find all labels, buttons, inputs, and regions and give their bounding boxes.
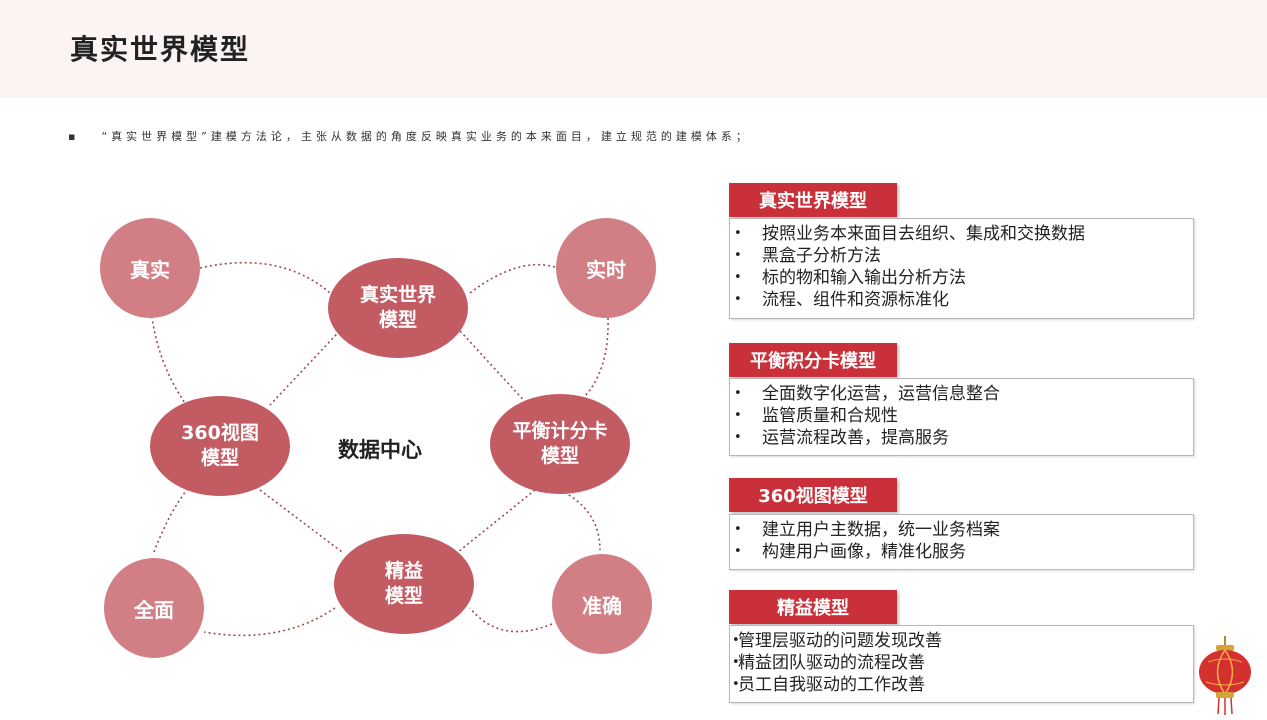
panel-box: • 全面数字化运营，运营信息整合 • 监管质量和合规性 • 运营流程改善，提高服务 (729, 378, 1194, 456)
list-item: • 建立用户主数据，统一业务档案 (730, 519, 1193, 541)
data-center-diagram: 真实 实时 全面 准确 真实世界模型 360视图模型 平衡计分卡模型 精益模型 … (80, 190, 700, 710)
list-item-text: 全面数字化运营，运营信息整合 (762, 384, 1000, 404)
node-balanced-scorecard-model-line1: 平衡计分卡 (512, 420, 608, 442)
node-balanced-scorecard-model: 平衡计分卡模型 (490, 394, 630, 494)
panel-tag: 平衡积分卡模型 (729, 343, 897, 377)
bullet-mark: • (734, 408, 742, 423)
list-item-text: 标的物和输入输出分析方法 (762, 268, 966, 288)
panel-tag: 精益模型 (729, 590, 897, 624)
panel-box: • 按照业务本来面目去组织、集成和交换数据 • 黑盒子分析方法 • 标的物和输入输出分… (729, 218, 1194, 319)
connector-tl-top (199, 261, 331, 294)
list-item: •管理层驱动的问题发现改善 (730, 630, 1193, 652)
list-item-text: 监管质量和合规性 (762, 406, 898, 426)
node-lean-model-line2: 模型 (384, 585, 423, 607)
node-real-world-model-line1: 真实世界 (359, 284, 436, 306)
list-item: •精益团队驱动的流程改善 (730, 652, 1193, 674)
node-360-view-model-line1: 360视图 (181, 422, 259, 444)
node-360-view-model-line2: 模型 (200, 447, 239, 469)
node-real-label: 真实 (130, 257, 170, 282)
lantern-icon (1199, 636, 1251, 715)
bullet-mark: • (732, 633, 740, 648)
node-real-world-model: 真实世界模型 (328, 258, 468, 358)
list-item-text: 管理层驱动的问题发现改善 (738, 631, 942, 651)
list-item-text: 运营流程改善，提高服务 (762, 428, 949, 448)
intro-text: “真实世界模型”建模方法论，主张从数据的角度反映真实业务的本来面目，建立规范的建… (101, 130, 751, 143)
list-item-text: 流程、组件和资源标准化 (762, 290, 949, 310)
list-item: • 构建用户画像，精准化服务 (730, 541, 1193, 563)
node-realtime-label: 实时 (586, 257, 626, 282)
connector-right-br (559, 489, 601, 551)
list-item-text: 构建用户画像，精准化服务 (762, 542, 966, 562)
node-360-view-model: 360视图模型 (150, 396, 290, 496)
connector-tr-right (559, 317, 609, 416)
node-realtime: 实时 (556, 218, 656, 318)
list-item: • 按照业务本来面目去组织、集成和交换数据 (730, 223, 1193, 245)
connector-br-bottom (469, 607, 553, 633)
list-item: •员工自我驱动的工作改善 (730, 674, 1193, 696)
node-comprehensive-label: 全面 (134, 597, 174, 622)
bullet-mark: • (734, 292, 742, 307)
list-item: • 黑盒子分析方法 (730, 245, 1193, 267)
list-item-text: 建立用户主数据，统一业务档案 (762, 520, 1000, 540)
connector-bottom-bl (203, 607, 336, 637)
list-item: • 标的物和输入输出分析方法 (730, 267, 1193, 289)
center-label: 数据中心 (338, 438, 422, 462)
list-item: • 运营流程改善，提高服务 (730, 427, 1193, 449)
header-band (0, 0, 1267, 98)
connector-left-tl (151, 317, 191, 411)
list-item-text: 员工自我驱动的工作改善 (738, 675, 925, 695)
intro-line: ▪ “真实世界模型”建模方法论，主张从数据的角度反映真实业务的本来面目，建立规范的… (68, 128, 751, 144)
node-balanced-scorecard-model-line2: 模型 (540, 445, 579, 467)
bullet-mark: • (734, 544, 742, 559)
connector-top-right (449, 319, 529, 406)
intro-bullet: ▪ (68, 130, 80, 143)
list-item: • 全面数字化运营，运营信息整合 (730, 383, 1193, 405)
connector-bl-left (153, 485, 191, 553)
node-comprehensive: 全面 (104, 558, 204, 658)
bullet-mark: • (734, 226, 742, 241)
connector-left-bottom (259, 489, 343, 553)
node-real: 真实 (100, 218, 200, 318)
bullet-mark: • (732, 655, 740, 670)
bullet-mark: • (734, 522, 742, 537)
panel-box: •管理层驱动的问题发现改善 •精益团队驱动的流程改善 •员工自我驱动的工作改善 (729, 625, 1194, 703)
list-item-text: 按照业务本来面目去组织、集成和交换数据 (762, 224, 1085, 244)
diagram-connectors (151, 261, 609, 637)
list-item-text: 精益团队驱动的流程改善 (738, 653, 925, 673)
list-item: • 流程、组件和资源标准化 (730, 289, 1193, 311)
bullet-mark: • (734, 386, 742, 401)
bullet-mark: • (734, 430, 742, 445)
node-lean-model-line1: 精益 (384, 560, 423, 582)
node-lean-model: 精益模型 (334, 534, 474, 634)
list-item: • 监管质量和合规性 (730, 405, 1193, 427)
bullet-mark: • (734, 248, 742, 263)
panel-tag: 360视图模型 (729, 478, 897, 512)
bullet-mark: • (734, 270, 742, 285)
list-item-text: 黑盒子分析方法 (762, 246, 881, 266)
connector-right-bottom (457, 489, 536, 553)
bullet-mark: • (732, 677, 740, 692)
page-title: 真实世界模型 (70, 33, 251, 66)
connector-top-tr (469, 263, 559, 294)
node-real-world-model-line2: 模型 (378, 309, 417, 331)
node-accurate: 准确 (552, 554, 652, 654)
panel-box: • 建立用户主数据，统一业务档案 • 构建用户画像，精准化服务 (729, 514, 1194, 570)
node-accurate-label: 准确 (582, 593, 622, 618)
panel-tag: 真实世界模型 (729, 183, 897, 217)
